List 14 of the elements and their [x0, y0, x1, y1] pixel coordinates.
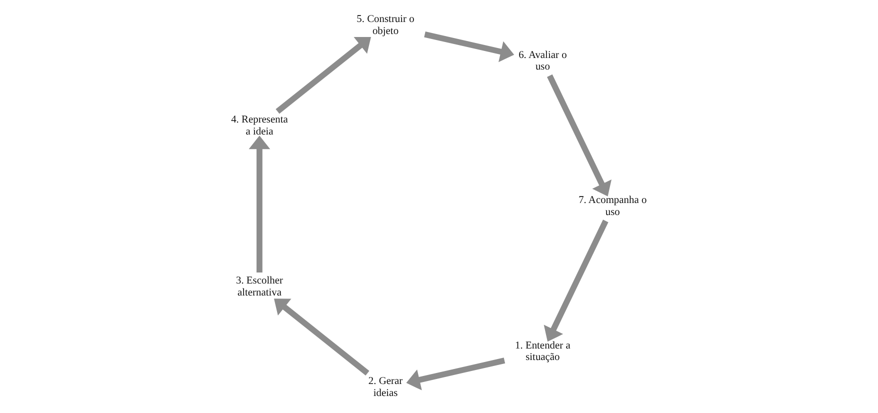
node-text: 4. Representa a ideia: [231, 114, 288, 138]
node-text: 7. Acompanha o uso: [578, 195, 647, 218]
arrow: [276, 36, 371, 114]
node-text: 2. Gerar ideias: [368, 376, 403, 399]
node-text: 3. Escolher alternativa: [236, 276, 283, 298]
node-text: 6. Avaliar o uso: [518, 50, 567, 73]
arrow: [547, 74, 612, 196]
node-text: 1. Entender a situação: [515, 340, 570, 364]
arrow: [248, 136, 270, 273]
arrow: [274, 298, 370, 376]
arrow: [406, 358, 506, 390]
node-text: 5. Construir o objeto: [356, 14, 414, 37]
arrow: [424, 31, 514, 62]
arrow: [544, 220, 608, 342]
